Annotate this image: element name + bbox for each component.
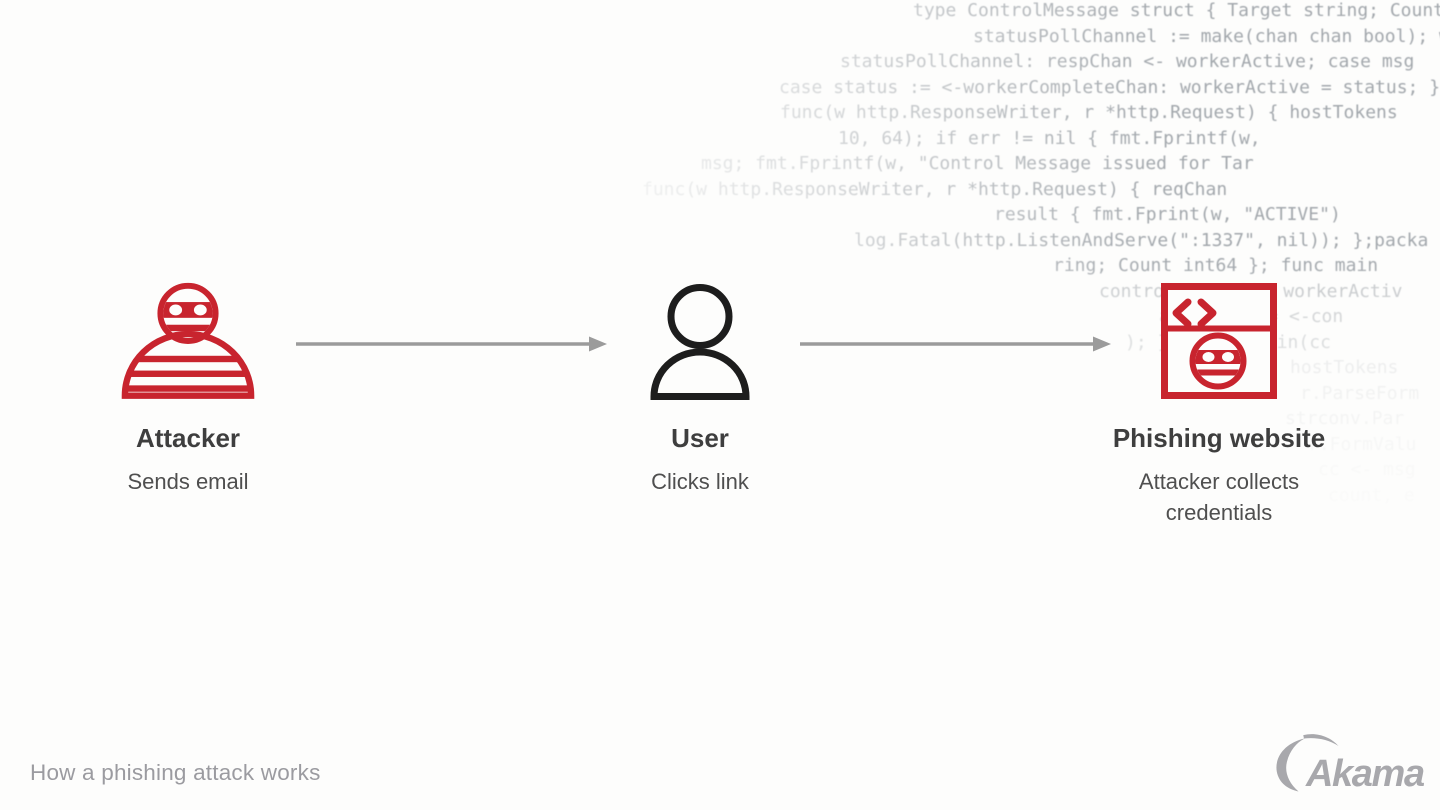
arrow-user-to-website bbox=[796, 334, 1116, 359]
akamai-logo-text: Akamai bbox=[1305, 753, 1424, 795]
step-title-attacker: Attacker bbox=[135, 423, 241, 453]
user-icon bbox=[650, 284, 750, 405]
step-subtitle-phishing-website: Attacker collects credentials bbox=[1138, 469, 1300, 525]
step-title-user: User bbox=[671, 423, 729, 453]
attacker-bandit-icon bbox=[119, 282, 257, 405]
step-title-phishing-website: Phishing website bbox=[1112, 423, 1326, 453]
code-bracket-left-icon bbox=[1172, 298, 1192, 328]
phishing-website-icon bbox=[1161, 283, 1277, 404]
diagram-caption: How a phishing attack works bbox=[30, 760, 321, 785]
code-bracket-right-icon bbox=[1197, 298, 1217, 328]
code-fade-left-gradient bbox=[0, 0, 1160, 560]
akamai-logo: Akamai bbox=[1268, 731, 1437, 804]
step-subtitle-user: Clicks link bbox=[651, 469, 749, 494]
arrow-attacker-to-user bbox=[292, 334, 612, 359]
step-subtitle-attacker: Sends email bbox=[127, 469, 249, 494]
akamai-crescent-icon bbox=[1276, 734, 1339, 792]
